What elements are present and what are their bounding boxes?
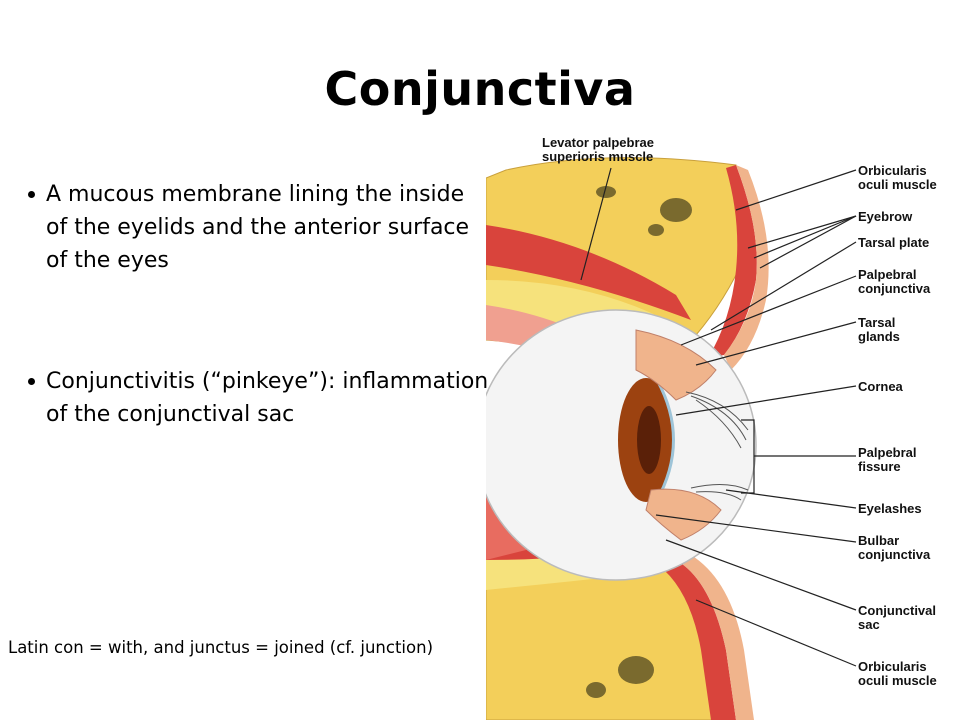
- bullet-item: Conjunctivitis (“pinkeye”): inflammation…: [10, 365, 492, 431]
- label-eyelashes: Eyelashes: [858, 501, 922, 516]
- bullet-text: Conjunctivitis (“pinkeye”): inflammation…: [46, 369, 489, 427]
- label-conjunctival-sac: Conjunctival sac: [858, 603, 937, 632]
- label-orbicularis-oculi-bottom: Orbicularis oculi muscle: [858, 659, 937, 688]
- label-levator-palpebrae: Levator palpebrae superioris muscle: [542, 135, 654, 164]
- bullet-item: A mucous membrane lining the inside of t…: [10, 178, 492, 277]
- label-palpebral-fissure: Palpebral fissure: [858, 445, 917, 474]
- label-cornea: Cornea: [858, 379, 903, 394]
- label-palpebral-conjunctiva: Palpebral conjunctiva: [858, 267, 931, 296]
- slide-title: Conjunctiva: [324, 62, 636, 116]
- bullet-dot-icon: [28, 378, 35, 385]
- label-orbicularis-oculi-top: Orbicularis oculi muscle: [858, 163, 937, 192]
- bullet-text: A mucous membrane lining the inside of t…: [46, 182, 470, 273]
- label-tarsal-glands: Tarsal glands: [858, 315, 900, 344]
- bullet-dot-icon: [28, 191, 35, 198]
- bullet-list: A mucous membrane lining the inside of t…: [10, 178, 492, 519]
- eye-anatomy-figure: Levator palpebrae superioris muscle Orbi…: [486, 130, 960, 720]
- label-eyebrow: Eyebrow: [858, 209, 913, 224]
- eye-anatomy-illustration: [486, 157, 857, 720]
- label-bulbar-conjunctiva: Bulbar conjunctiva: [858, 533, 931, 562]
- label-tarsal-plate: Tarsal plate: [858, 235, 930, 250]
- etymology-footnote: Latin con = with, and junctus = joined (…: [8, 638, 434, 657]
